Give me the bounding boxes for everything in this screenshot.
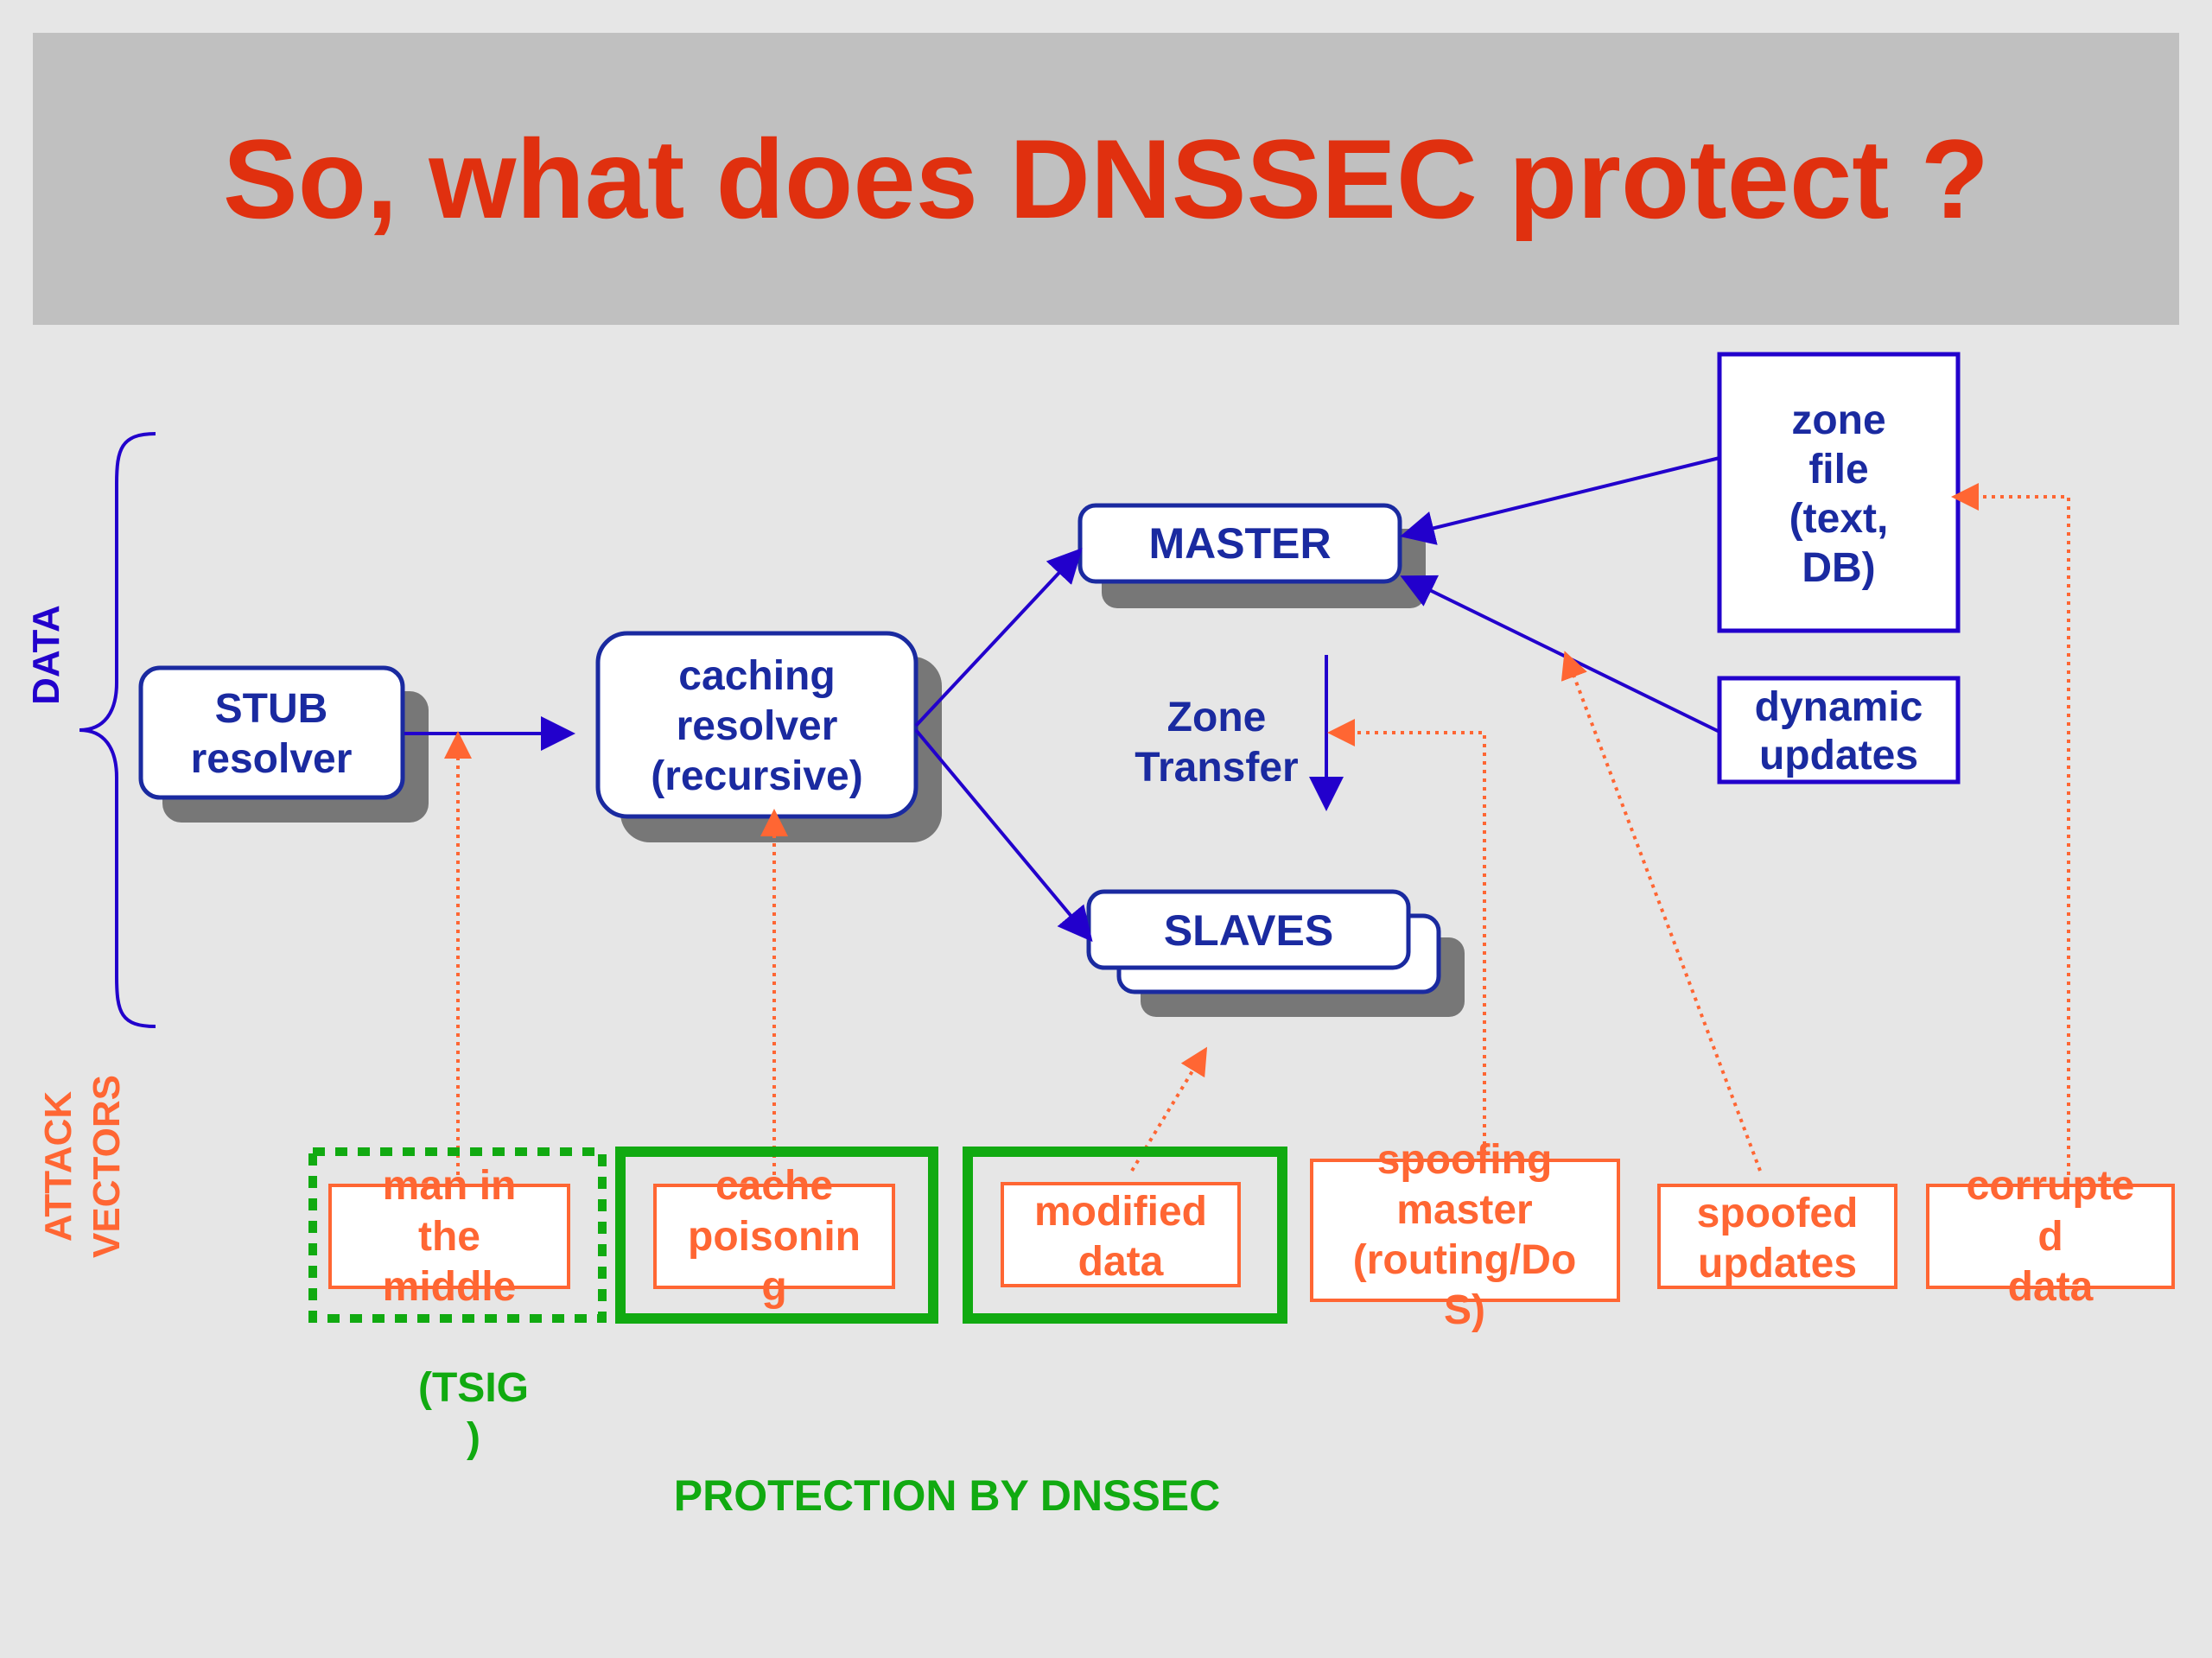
corrupted-data-box xyxy=(1926,1184,2175,1289)
caching-to-master-arrow xyxy=(914,548,1083,727)
stub-label-2: resolver xyxy=(191,736,353,782)
master-label: MASTER xyxy=(1148,519,1331,568)
slaves-label: SLAVES xyxy=(1164,906,1333,955)
dynamic-label-1: dynamic xyxy=(1755,684,1923,730)
corrupted-label-2: d xyxy=(2037,1214,2063,1260)
corrupted-label-1: corrupte xyxy=(1967,1163,2135,1209)
spoofing-master-box xyxy=(1310,1159,1620,1302)
cache-protection-frame xyxy=(615,1147,938,1324)
protection-label: PROTECTION BY DNSSEC xyxy=(674,1471,1221,1520)
attack-label-1: ATTACK xyxy=(37,1091,79,1242)
dynamic-updates-box xyxy=(1717,676,1961,785)
stub-resolver-box xyxy=(138,665,405,800)
spoof-master-label-4: S) xyxy=(1444,1287,1485,1333)
mitm-label-2: the xyxy=(418,1214,480,1260)
data-label: DATA xyxy=(25,605,67,705)
zone-file-label-3: (text, xyxy=(1789,496,1889,542)
zone-file-label-2: file xyxy=(1808,447,1868,492)
tsig-protection-frame xyxy=(308,1147,607,1323)
spoof-master-label-2: master xyxy=(1396,1187,1532,1233)
spoofed-label-1: spoofed xyxy=(1697,1191,1859,1236)
dynamic-to-master-arrow xyxy=(1400,575,1720,734)
tsig-label-1: (TSIG xyxy=(418,1365,529,1411)
spoof-master-label-3: (routing/Do xyxy=(1353,1237,1577,1283)
modified-label-2: data xyxy=(1078,1239,1164,1285)
spoofed-updates-attack-arrow xyxy=(1560,651,1762,1172)
tsig-label-2: ) xyxy=(467,1415,480,1461)
master-box xyxy=(1077,503,1402,584)
spoofed-label-2: updates xyxy=(1698,1241,1857,1286)
page-title: So, what does DNSSEC protect ? xyxy=(222,116,1990,242)
cache-label-1: cache xyxy=(715,1163,833,1209)
mitm-label-3: middle xyxy=(383,1264,517,1310)
modified-label-1: modified xyxy=(1034,1189,1207,1235)
zone-file-box xyxy=(1717,352,1961,633)
stub-label-1: STUB xyxy=(215,686,328,732)
caching-label-2: resolver xyxy=(677,703,838,749)
zonefile-to-master-arrow xyxy=(1400,456,1720,545)
dynamic-label-2: updates xyxy=(1759,733,1918,778)
title-banner: So, what does DNSSEC protect ? xyxy=(33,33,2179,325)
modified-protection-frame xyxy=(963,1147,1287,1324)
corrupted-attack-arrow xyxy=(1951,483,2070,1175)
data-brace xyxy=(79,432,156,1028)
mitm-label-1: man in xyxy=(383,1163,517,1209)
cache-label-2: poisonin xyxy=(688,1214,861,1260)
zone-transfer-label-1: Zone xyxy=(1167,695,1267,740)
caching-label-1: caching xyxy=(678,653,835,699)
attack-label-2: VECTORS xyxy=(86,1075,128,1258)
modified-data-box xyxy=(1001,1182,1241,1287)
corrupted-label-3: data xyxy=(2008,1264,2094,1310)
zone-file-label-1: zone xyxy=(1791,397,1885,443)
caching-to-slaves-arrow xyxy=(914,728,1093,943)
spoof-master-label-1: spoofing xyxy=(1377,1137,1553,1183)
cache-poisoning-box xyxy=(653,1184,895,1289)
mitm-box xyxy=(328,1184,570,1289)
caching-label-3: (recursive) xyxy=(651,753,862,799)
modified-attack-arrow xyxy=(1130,1046,1208,1172)
cache-label-3: g xyxy=(761,1264,786,1310)
zone-transfer-label-2: Transfer xyxy=(1135,745,1298,791)
zone-file-label-4: DB) xyxy=(1802,545,1875,591)
spoofed-updates-box xyxy=(1657,1184,1897,1289)
